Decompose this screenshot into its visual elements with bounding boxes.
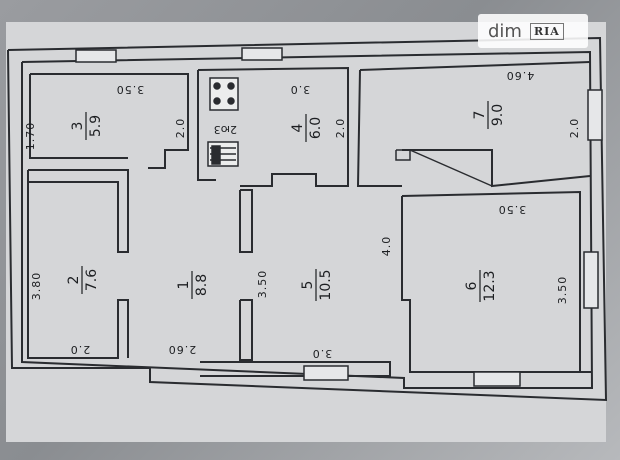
room-label-3: 3 5.9 — [70, 112, 104, 140]
dim-r1-bottom: 2.60 — [168, 343, 197, 356]
dim-r7-right: 2.0 — [568, 118, 581, 139]
room-number-7: 7 — [472, 111, 488, 120]
dim-r7-top: 4.60 — [506, 69, 535, 82]
dim-r3-right: 2.0 — [174, 118, 187, 139]
window-right-bottom — [583, 251, 599, 309]
room-label-4: 4 6.0 — [290, 114, 324, 142]
room-label-7: 7 9.0 — [472, 101, 506, 129]
window-top-mid — [241, 47, 283, 61]
room-label-5: 5 10.5 — [300, 269, 334, 301]
window-right-top — [587, 89, 603, 141]
room-label-6: 6 12.3 — [464, 270, 498, 302]
interior-walls — [27, 61, 592, 377]
dim-r3-left: 1.70 — [24, 122, 37, 151]
dim-r5-left: 3.50 — [256, 270, 269, 299]
windows — [75, 47, 603, 387]
dim-r5-right: 4.0 — [380, 236, 393, 257]
watermark: dim RIA — [478, 14, 588, 48]
dim-r6-right: 3.50 — [556, 276, 569, 305]
stairs — [395, 149, 493, 187]
room-area-1: 8.8 — [194, 274, 210, 296]
room-area-7: 9.0 — [490, 104, 506, 126]
room-area-5: 10.5 — [318, 269, 334, 300]
dim-r6-top: 3.50 — [498, 203, 527, 216]
room-number-1: 1 — [176, 281, 192, 290]
dim-r2-bottom: 2.0 — [70, 343, 91, 356]
room-label-2: 2 7.6 — [66, 266, 100, 294]
room-label-1: 1 8.8 — [176, 271, 210, 299]
watermark-text: dim — [488, 20, 522, 42]
window-bottom-mid — [303, 365, 349, 381]
window-bottom-right — [473, 371, 521, 387]
stove — [207, 77, 239, 167]
dim-r2-left: 3.80 — [30, 272, 43, 301]
room-number-5: 5 — [300, 281, 316, 290]
dim-r3-top: 3.50 — [116, 83, 145, 96]
stove-label: 2ю3 — [214, 123, 237, 136]
stove-top-icon — [209, 77, 239, 111]
dim-r4-right: 2.0 — [334, 118, 347, 139]
dim-r5-bottom: 3.0 — [312, 347, 333, 360]
room-area-2: 7.6 — [84, 269, 100, 291]
watermark-logo: RIA — [529, 22, 564, 40]
room-area-4: 6.0 — [308, 117, 324, 139]
room-number-4: 4 — [290, 123, 306, 132]
room-number-3: 3 — [70, 122, 86, 131]
room-area-3: 5.9 — [88, 115, 104, 137]
outer-walls — [7, 36, 608, 402]
dim-r4-top: 3.0 — [290, 83, 311, 96]
window-top-left — [75, 49, 117, 63]
room-number-2: 2 — [66, 276, 82, 285]
room-number-6: 6 — [464, 281, 480, 290]
room-area-6: 12.3 — [482, 270, 498, 301]
